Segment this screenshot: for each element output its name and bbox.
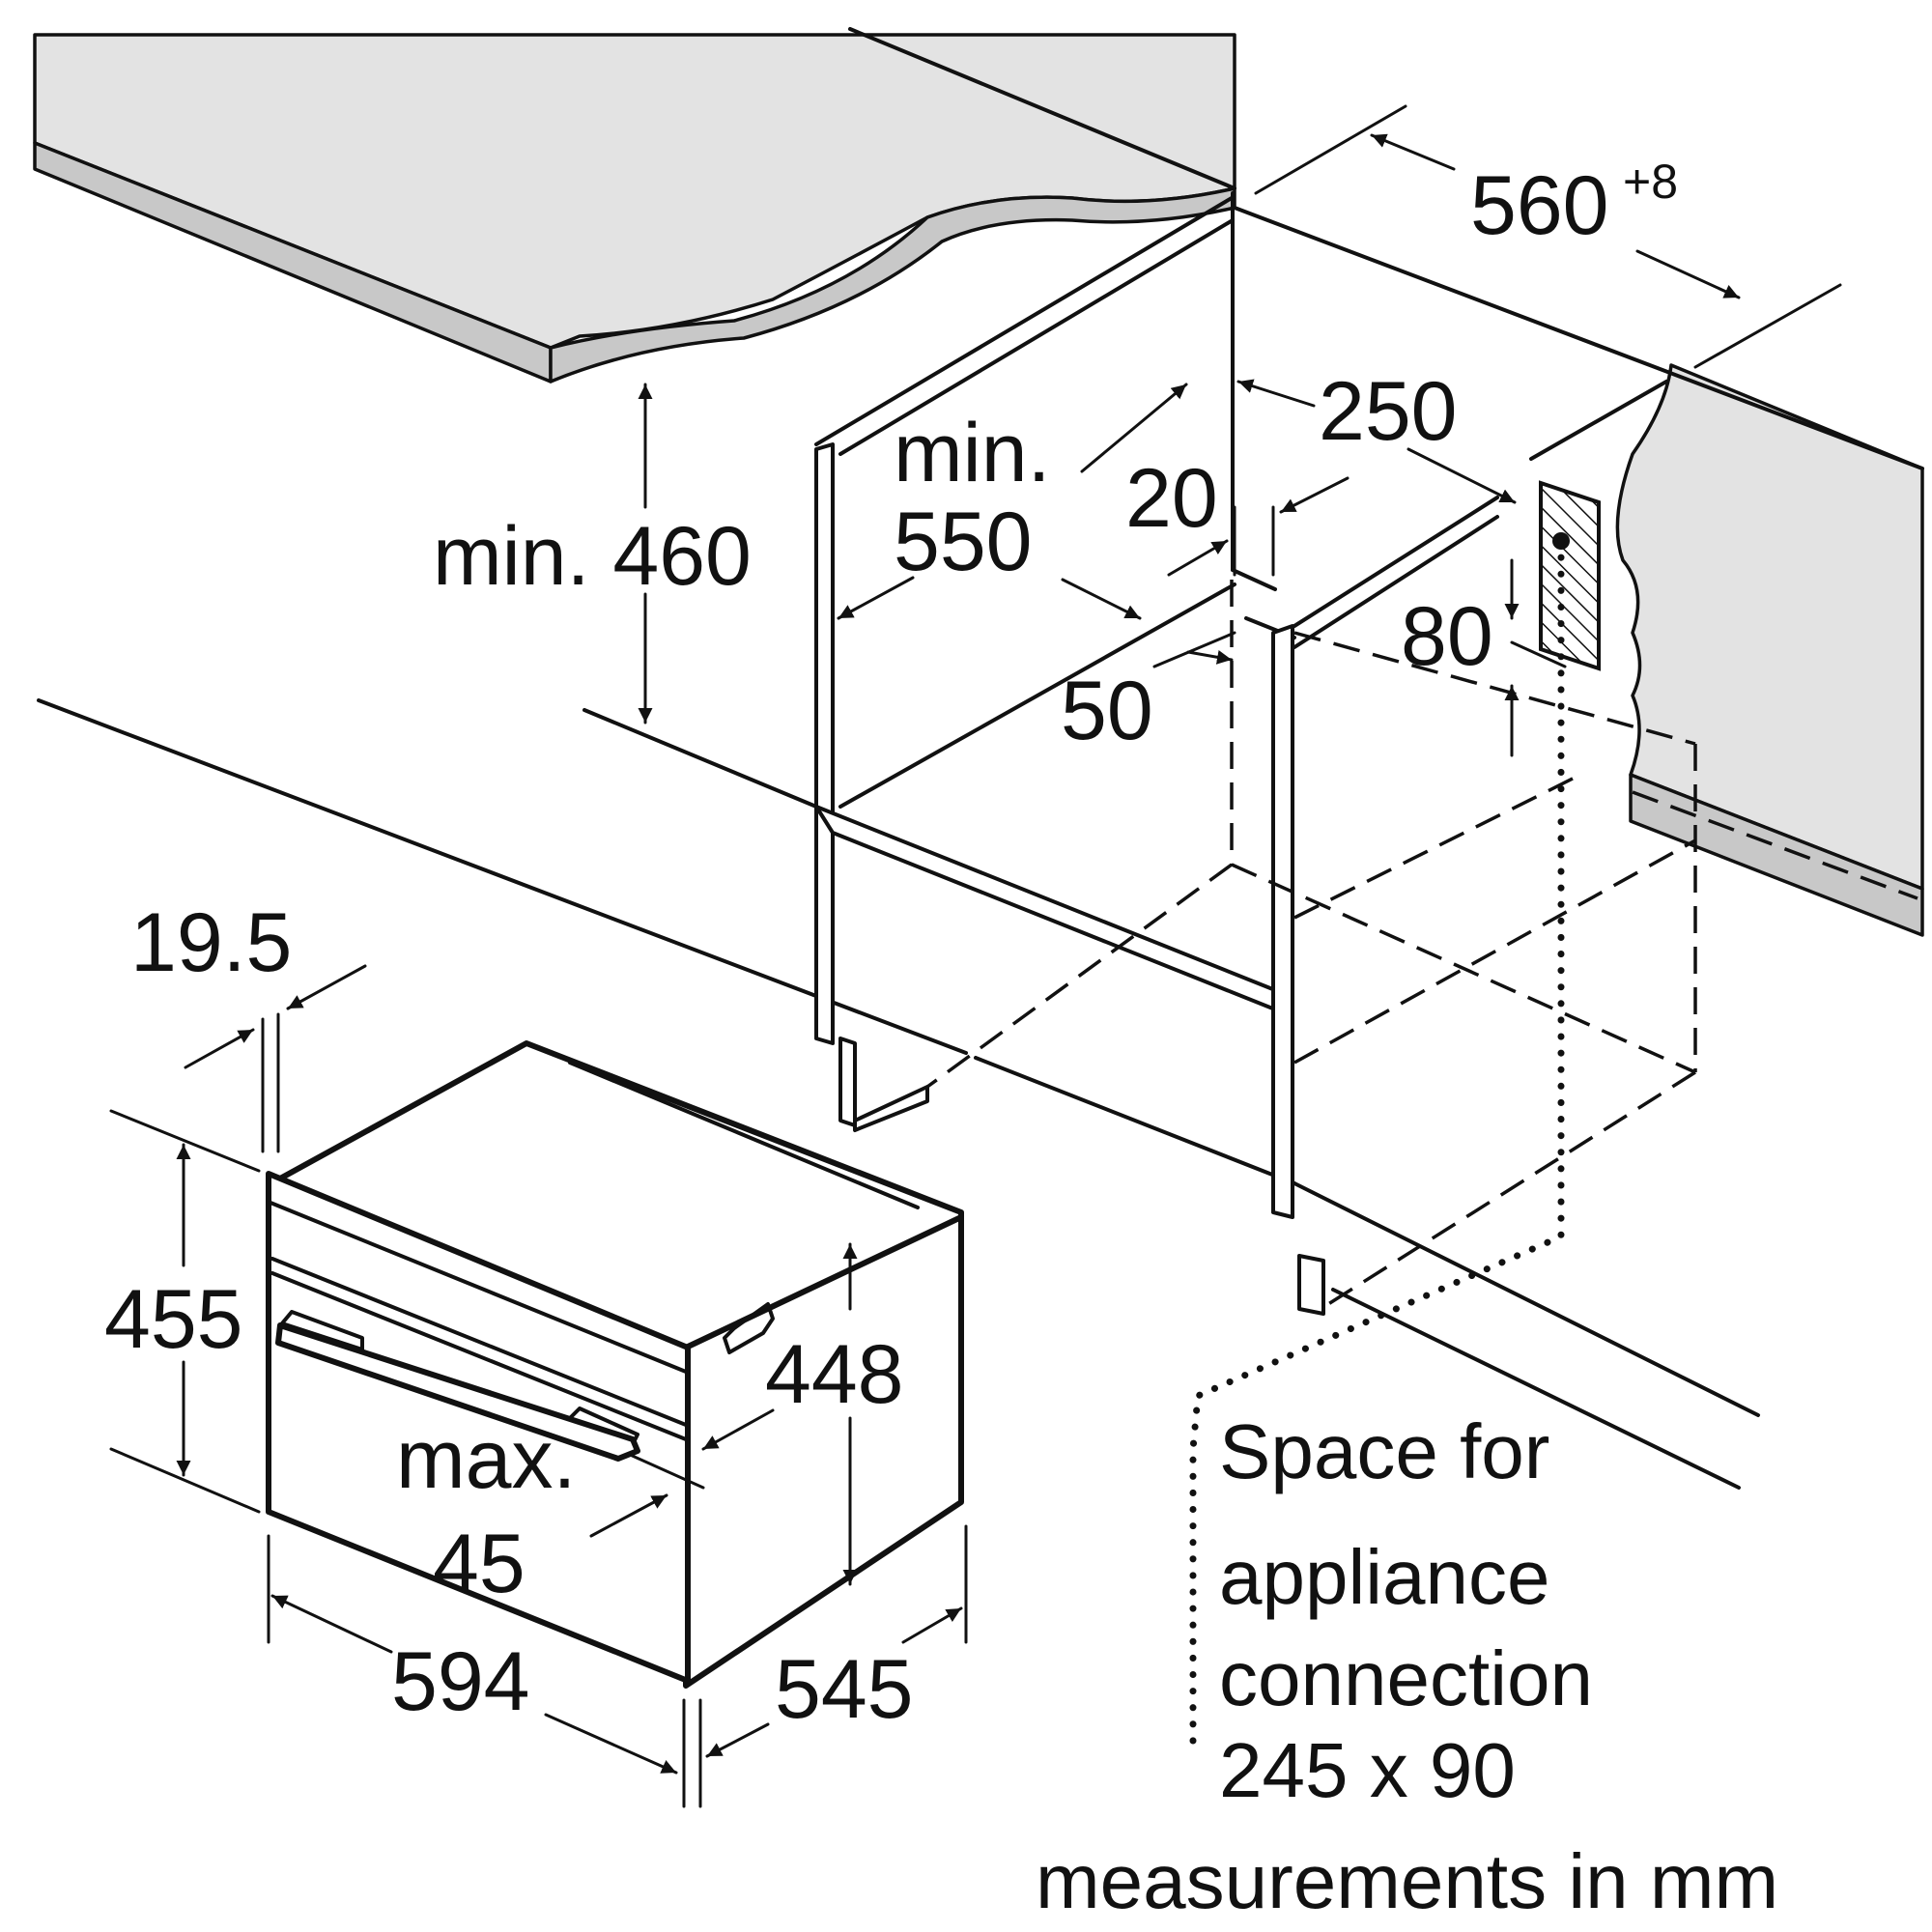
appliance-height-label: 455 [104,1273,243,1366]
dim-545-lines [698,1524,968,1808]
socket-height-label: 80 [1401,590,1493,683]
dim-20-lines [1167,476,1350,577]
countertop [33,33,1236,384]
connection-note-line2: appliance [1219,1534,1550,1620]
cabinet-structure [37,27,1924,1490]
side-grip [723,1302,775,1354]
connection-note-line4: 245 x 90 [1219,1727,1516,1813]
units-note: measurements in mm [1036,1838,1778,1924]
dim-80-lines [1504,558,1567,757]
left-side-panel [814,442,1277,1132]
socket-area [1539,480,1601,671]
dim-560-lines [1254,104,1842,369]
gap-50-label: 50 [1061,665,1153,757]
max-value-label: 45 [433,1518,526,1610]
connection-note: Space for appliance connection 245 x 90 [1219,1408,1593,1813]
niche-width-label: 560 [1470,159,1609,252]
connection-note-line1: Space for [1219,1408,1549,1494]
appliance [266,1040,964,1689]
min-depth-prefix: min. [894,407,1050,499]
max-prefix-label: max. [396,1413,576,1506]
front-offset-label: 19.5 [130,896,292,989]
appliance-depth-label: 545 [775,1643,914,1736]
body-height-label: 448 [765,1328,904,1421]
dim-50-lines [1152,631,1236,668]
min-depth-label: 550 [894,496,1033,588]
dim-550-lines [837,383,1188,620]
appliance-width-label: 594 [391,1635,530,1728]
socket-offset-label: 250 [1319,365,1458,458]
niche-dashed-outline [925,580,1918,1306]
connection-note-line3: connection [1219,1635,1593,1721]
min-height-label: min. 460 [433,510,752,603]
gap-20-label: 20 [1125,452,1218,545]
dim-19-5-lines [184,964,367,1153]
dim-594-lines [267,1534,686,1808]
dim-250-lines [1236,379,1517,504]
dim-455-lines [109,1109,261,1514]
right-side-panel [1271,624,1325,1316]
connection-path [1189,537,1565,1752]
dim-460-lines [582,383,818,809]
dim-45-lines [589,1408,775,1538]
niche-width-tolerance: +8 [1623,155,1678,209]
